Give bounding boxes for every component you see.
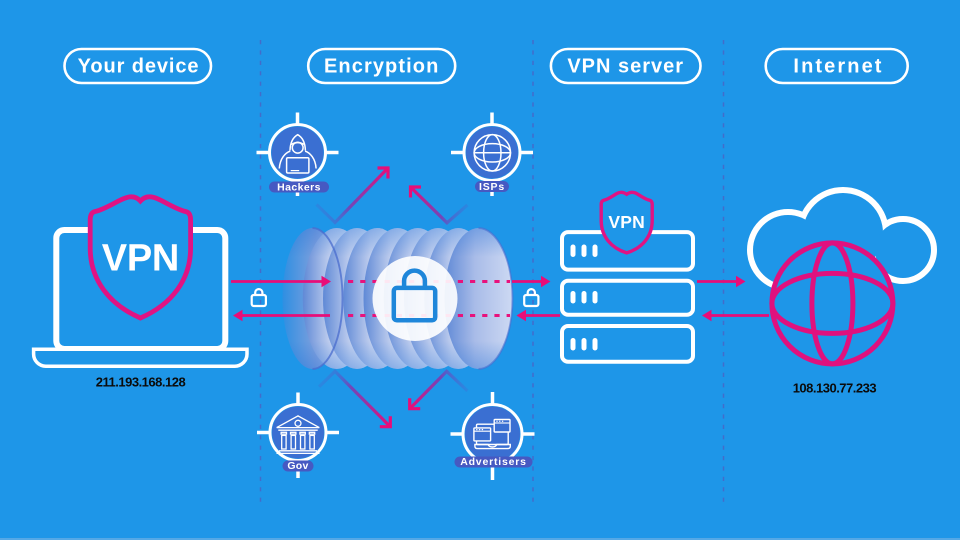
svg-text:ISPs: ISPs — [479, 181, 505, 193]
svg-text:VPN server: VPN server — [567, 56, 684, 78]
svg-text:Advertisers: Advertisers — [460, 456, 527, 468]
svg-text:211.193.168.128: 211.193.168.128 — [96, 375, 186, 390]
svg-text:VPN: VPN — [102, 238, 179, 280]
svg-text:VPN: VPN — [608, 212, 645, 232]
svg-text:Your device: Your device — [78, 56, 200, 78]
svg-text:Encryption: Encryption — [324, 56, 439, 78]
svg-text:Hackers: Hackers — [277, 181, 321, 193]
svg-text:108.130.77.233: 108.130.77.233 — [793, 380, 877, 395]
svg-text:Gov: Gov — [287, 460, 308, 472]
svg-text:Internet: Internet — [793, 56, 883, 78]
